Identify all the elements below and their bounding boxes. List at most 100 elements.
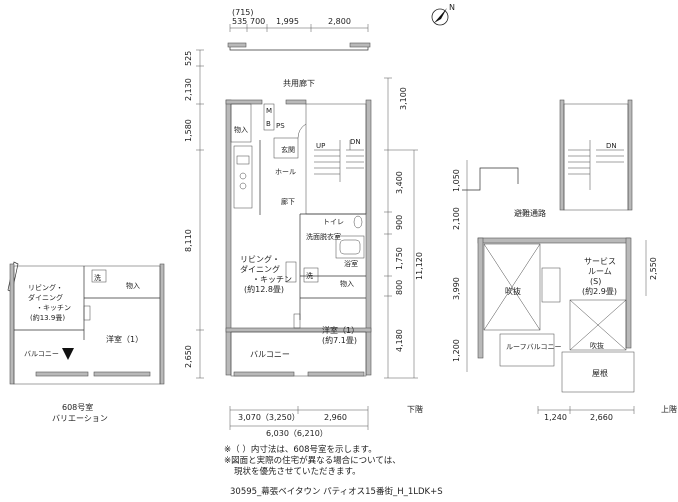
variation-outline [13, 265, 161, 385]
upper-east-wall [625, 237, 632, 349]
mb-label-m: M [266, 107, 272, 115]
corridor-label: 廊下 [281, 197, 295, 206]
entry-door-swing [297, 123, 307, 139]
note-line-1: ※（ ）内寸法は、608号室を示します。 [224, 444, 377, 455]
dim-8110: 8,110 [184, 229, 193, 252]
evac-label: 避難通路 [514, 208, 546, 218]
dim-2130: 2,130 [184, 78, 193, 101]
balcony [230, 331, 367, 377]
dim-2960: 2,960 [324, 413, 347, 422]
dim-3400: 3,400 [395, 171, 404, 194]
meter-box [263, 103, 275, 131]
variation-west-wall [9, 263, 15, 385]
variation-caption-2: バリエーション [52, 414, 108, 423]
dim-6030: 6,030（6,210） [266, 429, 328, 438]
storage-closet [230, 103, 252, 143]
dim-900: 900 [395, 215, 404, 230]
service-label-1: サービス [584, 257, 616, 266]
dim-11120: 11,120 [415, 252, 424, 280]
var-living-1: リビング・ [28, 283, 63, 292]
var-ac-unit [83, 305, 91, 321]
stair-core [305, 103, 367, 215]
service-label-3: (S) [590, 277, 601, 286]
roof-area [561, 351, 635, 393]
dim-1580: 1,580 [184, 119, 193, 142]
dim-2660: 2,660 [590, 413, 613, 422]
void-area-2 [569, 299, 627, 351]
upper-stair-core [563, 103, 629, 211]
dim-4180: 4,180 [395, 329, 404, 352]
compass-icon: N [431, 3, 455, 26]
var-balcony-label: バルコニー [24, 350, 59, 358]
dim-1995: 1,995 [276, 17, 299, 26]
common-corridor-label: 共用廊下 [283, 78, 315, 88]
washroom-label: 洗面脱衣室 [306, 232, 341, 241]
roof-balcony [499, 333, 555, 367]
dim-1240: 1,240 [544, 413, 567, 422]
stair-up-label: UP [316, 142, 325, 150]
note-line-2: ※図面と実際の住宅が異なる場合については、 [224, 455, 401, 466]
entrance-label: 玄関 [281, 145, 295, 154]
balcony-rail [307, 371, 365, 377]
variation-east-wall [159, 263, 165, 385]
upper-dn-label: DN [606, 142, 617, 150]
var-storage-label: 物入 [126, 281, 140, 290]
service-area: (約2.9畳) [582, 286, 617, 296]
wall-segment [285, 99, 307, 105]
service-label-2: ルーム [588, 267, 612, 276]
dim-2800: 2,800 [328, 17, 351, 26]
west-wall [225, 99, 232, 376]
upper-stair-treads [568, 140, 624, 190]
bedroom-label: 洋室（1） [322, 325, 359, 335]
storage1-label: 物入 [234, 125, 248, 134]
var-rail [93, 371, 151, 377]
void-label-1: 吹抜 [505, 286, 521, 296]
notes-block: ※（ ）内寸法は、608号室を示します。 ※図面と実際の住宅が異なる場合について… [224, 444, 443, 497]
living-label-2: ダイニング [240, 264, 280, 274]
var-washer [91, 269, 107, 283]
bedroom-area: (約7.1畳) [322, 335, 357, 345]
bathtub-inner [339, 239, 361, 255]
upper-corridor-wall [462, 167, 519, 191]
main-floor-plan: 共用廊下 UP DN M B PS 物入 [225, 42, 423, 414]
dim-525: 525 [184, 51, 193, 66]
sink-icon [236, 155, 250, 165]
var-bedroom-label: 洋室（1） [106, 334, 143, 344]
lower-floor-label: 下階 [407, 404, 423, 414]
upper-storage [541, 267, 561, 303]
dim-1050: 1,050 [452, 169, 461, 192]
living-label-1: リビング・ [240, 254, 280, 264]
var-living-2: ダイニング [28, 293, 63, 302]
var-wash-mark: 洗 [94, 273, 101, 282]
dim-3990: 3,990 [452, 277, 461, 300]
note-line-3: 現状を優先させていただきます。 [234, 466, 361, 477]
mb-label-b: B [266, 120, 271, 128]
roof-balcony-label: ルーフバルコニー [506, 343, 561, 351]
left-dimension-line: 525 2,130 1,580 8,110 2,650 [184, 49, 204, 379]
wall-segment [227, 42, 247, 48]
corridor-top-wall [229, 44, 369, 51]
void-area-1 [483, 243, 541, 331]
var-living-3: ・キッチン [36, 304, 71, 312]
dim-3100: 3,100 [399, 87, 408, 110]
dim-3070: 3,070（3,250） [238, 413, 300, 422]
footer-code: 30595_幕張ベイタウン パティオス15番街_H_1LDK+S [230, 486, 443, 497]
dim-715: (715) [232, 8, 254, 17]
living-area: (約12.8畳) [244, 284, 284, 294]
upper-floor-plan: DN 避難通路 吹抜 サービス ルーム (S) (約2.9畳) 吹抜 ルーフバル… [452, 99, 677, 422]
east-wall [365, 99, 372, 376]
variation-caption-1: 608号室 [62, 402, 93, 412]
balcony-rail [233, 371, 295, 377]
roof-label: 屋根 [592, 368, 608, 378]
wall-segment [349, 42, 371, 48]
stove-burner-icon [239, 182, 247, 190]
bathtub [335, 235, 365, 259]
hall-label: ホール [275, 168, 296, 176]
right-dimension-line: 3,100 3,400 900 1,750 11,120 800 4,180 [384, 77, 424, 379]
upper-stair-wall [627, 99, 633, 211]
view-direction-icon [62, 348, 74, 360]
bathroom-label: 浴室 [344, 259, 358, 268]
var-living-area: (約13.9畳) [30, 313, 65, 322]
dim-1750: 1,750 [395, 247, 404, 270]
